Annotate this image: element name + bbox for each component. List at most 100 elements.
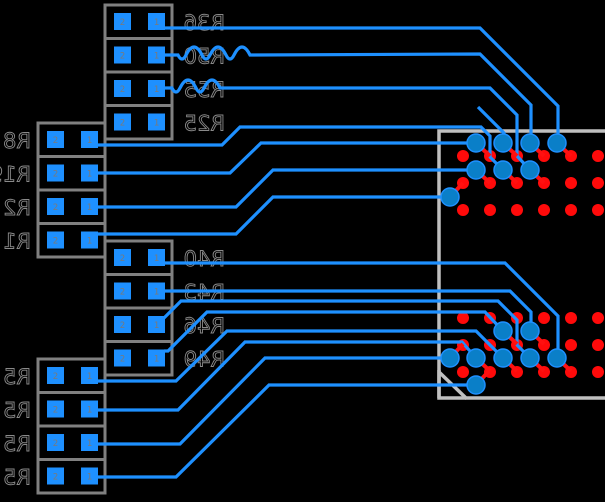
- via[interactable]: [493, 160, 513, 180]
- trace-r5-d[interactable]: [97, 383, 476, 479]
- via[interactable]: [547, 348, 567, 368]
- pad-1[interactable]: [81, 131, 98, 148]
- via[interactable]: [440, 348, 460, 368]
- pad-2[interactable]: [47, 131, 64, 148]
- pad-2[interactable]: [114, 13, 131, 30]
- bga-ball-pad[interactable]: [592, 204, 604, 216]
- reference-designator: R36: [184, 11, 225, 35]
- via[interactable]: [440, 187, 460, 207]
- trace-r5-c[interactable]: [97, 356, 450, 446]
- pad-2[interactable]: [114, 316, 131, 333]
- pad-1[interactable]: [81, 400, 98, 418]
- via[interactable]: [520, 348, 540, 368]
- pad-2[interactable]: [47, 400, 64, 418]
- pad-2[interactable]: [114, 249, 131, 266]
- pad-2[interactable]: [47, 164, 64, 182]
- via[interactable]: [493, 321, 513, 341]
- pad-number: 1: [154, 355, 159, 365]
- pad-number: 2: [53, 439, 58, 449]
- pad-1[interactable]: [148, 316, 165, 333]
- pad-1[interactable]: [81, 198, 98, 215]
- bga-ball-pad[interactable]: [592, 366, 604, 378]
- pad-2[interactable]: [114, 46, 131, 64]
- via[interactable]: [466, 375, 486, 395]
- pad-1[interactable]: [81, 467, 98, 485]
- reference-designator: R5: [3, 399, 31, 423]
- pad-2[interactable]: [114, 80, 131, 97]
- pad-1[interactable]: [81, 164, 98, 182]
- via[interactable]: [520, 133, 540, 153]
- trace-r55-meander[interactable]: [164, 78, 532, 172]
- via[interactable]: [493, 348, 513, 368]
- trace-r46[interactable]: [162, 299, 532, 360]
- reference-designator: R25: [184, 112, 225, 136]
- via[interactable]: [493, 133, 513, 153]
- pad-number: 2: [120, 119, 125, 129]
- pad-2[interactable]: [47, 231, 64, 249]
- pad-1[interactable]: [148, 249, 165, 266]
- pad-2[interactable]: [47, 367, 64, 384]
- pad-1[interactable]: [148, 113, 165, 131]
- trace-r2[interactable]: [97, 168, 476, 209]
- trace-r1[interactable]: [97, 195, 450, 236]
- trace-r5-b[interactable]: [97, 340, 478, 412]
- bga-ball-pad[interactable]: [538, 204, 550, 216]
- via[interactable]: [466, 160, 486, 180]
- trace-r5-a[interactable]: [97, 329, 505, 383]
- bga-ball-pad[interactable]: [565, 312, 577, 324]
- pad-2[interactable]: [47, 467, 64, 485]
- pad-number: 1: [87, 406, 92, 416]
- pad-number: 1: [87, 136, 92, 146]
- reference-designator: R2: [3, 196, 31, 220]
- trace-r8[interactable]: [97, 125, 505, 172]
- pad-1[interactable]: [148, 282, 165, 300]
- reference-designator: R5: [3, 365, 31, 389]
- bga-ball-pad[interactable]: [457, 150, 469, 162]
- trace-r36[interactable]: [164, 26, 560, 143]
- via[interactable]: [520, 160, 540, 180]
- via[interactable]: [547, 133, 567, 153]
- bga-ball-pad[interactable]: [592, 312, 604, 324]
- bga-ball-pad[interactable]: [484, 204, 496, 216]
- pad-1[interactable]: [81, 434, 98, 451]
- pad-2[interactable]: [114, 349, 131, 367]
- pad-2[interactable]: [47, 198, 64, 215]
- via[interactable]: [466, 348, 486, 368]
- bga-ball-pad[interactable]: [457, 366, 469, 378]
- pad-number: 1: [154, 119, 159, 129]
- trace-r50-meander[interactable]: [164, 45, 533, 143]
- reference-designator: R40: [184, 247, 225, 271]
- bga-ball-pad[interactable]: [538, 312, 550, 324]
- traces: [97, 26, 560, 479]
- bga-ball-pad[interactable]: [592, 150, 604, 162]
- bga-ball-pad[interactable]: [592, 339, 604, 351]
- bga-ball-pad[interactable]: [457, 204, 469, 216]
- via[interactable]: [466, 133, 486, 153]
- pad-1[interactable]: [81, 231, 98, 249]
- trace-r40[interactable]: [164, 261, 560, 358]
- trace-r19[interactable]: [97, 141, 476, 175]
- pad-number: 2: [53, 203, 58, 213]
- pad-1[interactable]: [148, 46, 165, 64]
- bga-ball-pad[interactable]: [457, 312, 469, 324]
- pad-number: 1: [87, 203, 92, 213]
- bga-ball-pad[interactable]: [511, 204, 523, 216]
- reference-designator: R8: [3, 129, 31, 153]
- pad-number: 2: [120, 85, 125, 95]
- bga-ball-pad[interactable]: [565, 339, 577, 351]
- pad-1[interactable]: [148, 13, 165, 30]
- bga-ball-pad[interactable]: [592, 177, 604, 189]
- bga-ball-pad[interactable]: [565, 177, 577, 189]
- pad-number: 2: [120, 321, 125, 331]
- resistor-array-block-left: 21R821R1921R221R1: [0, 121, 107, 259]
- pad-2[interactable]: [114, 113, 131, 131]
- via[interactable]: [520, 321, 540, 341]
- trace-r49[interactable]: [164, 310, 505, 353]
- pad-1[interactable]: [81, 367, 98, 384]
- pad-2[interactable]: [47, 434, 64, 451]
- pad-1[interactable]: [148, 80, 165, 97]
- pad-2[interactable]: [114, 282, 131, 300]
- bga-ball-pad[interactable]: [565, 204, 577, 216]
- pad-1[interactable]: [148, 349, 165, 367]
